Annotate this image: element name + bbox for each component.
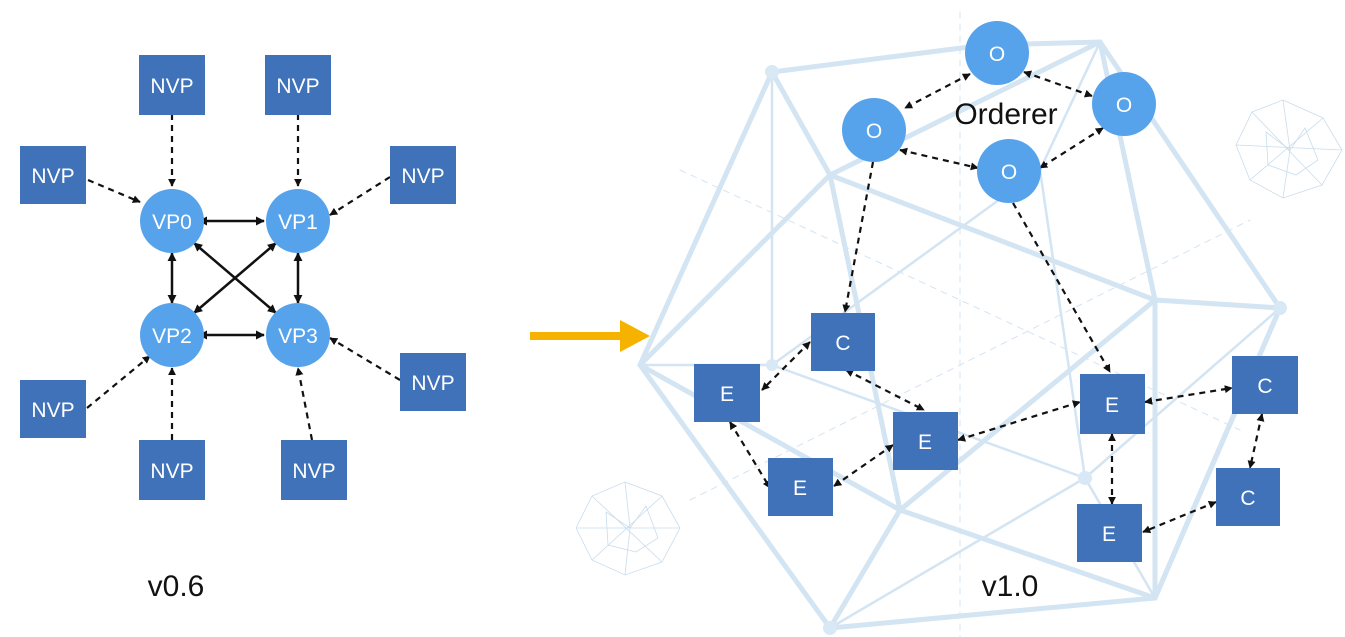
vp-node-label: VP1 xyxy=(278,211,318,234)
link-e-right-c-right xyxy=(1144,385,1233,405)
committer-node-label: C xyxy=(835,332,850,355)
endorser-node-label: E xyxy=(1105,394,1119,417)
orderer-node-label: O xyxy=(989,43,1005,66)
endorser-node-label: E xyxy=(1102,523,1116,546)
v10-network: O O O O Orderer C C C E xyxy=(694,21,1298,603)
vp-node-2: VP2 xyxy=(140,303,204,367)
link-e-left-e-bottom xyxy=(729,421,771,489)
nvp-node-left-lower: NVP xyxy=(20,380,86,438)
vp-node-label: VP2 xyxy=(152,325,192,348)
nvp-node-label: NVP xyxy=(150,460,193,483)
orderer-node-top: O xyxy=(965,21,1029,85)
link-c-e-left xyxy=(761,341,811,391)
endorser-node-center: E xyxy=(893,412,958,470)
committer-node-label: C xyxy=(1240,487,1255,510)
nvp-node-label: NVP xyxy=(292,460,335,483)
link-o-left-o-mid xyxy=(899,147,979,171)
link-c-e-center xyxy=(845,369,925,411)
orderer-node-label: O xyxy=(1116,94,1132,117)
committer-node-upper-left: C xyxy=(811,313,875,371)
endorser-node-right: E xyxy=(1080,374,1145,434)
link-nvp-left-vp0 xyxy=(87,178,141,204)
v10-caption: v1.0 xyxy=(982,570,1039,603)
link-nvp-left-vp2 xyxy=(86,355,151,409)
nvp-node-bottom-left: NVP xyxy=(139,440,205,500)
nvp-node-label: NVP xyxy=(401,165,444,188)
link-nvp-right-vp3 xyxy=(329,337,401,381)
nvp-node-label: NVP xyxy=(411,372,454,395)
vp-node-1: VP1 xyxy=(266,189,330,253)
nvp-node-top-left: NVP xyxy=(139,55,205,115)
vp-node-3: VP3 xyxy=(266,303,330,367)
vp-node-0: VP0 xyxy=(140,189,204,253)
endorser-node-label: E xyxy=(793,477,807,500)
link-e-bottom-e-center xyxy=(833,444,894,487)
v06-caption: v0.6 xyxy=(148,570,205,603)
nvp-node-label: NVP xyxy=(150,75,193,98)
v06-network: VP0 VP1 VP2 VP3 NVP NVP NVP NVP xyxy=(20,55,466,603)
orderer-node-middle: O xyxy=(977,139,1041,203)
vp-node-label: VP3 xyxy=(278,325,318,348)
link-vp1-vp2 xyxy=(193,242,277,314)
link-nvp-right-vp1 xyxy=(329,176,391,216)
v10-links xyxy=(729,70,1265,534)
nvp-node-label: NVP xyxy=(276,75,319,98)
background-wireframe-polyhedron xyxy=(637,11,1287,637)
endorser-node-label: E xyxy=(918,431,932,454)
committer-node-right: C xyxy=(1232,356,1298,414)
decor-polyhedron-top-right xyxy=(1235,99,1343,199)
nvp-node-top-right: NVP xyxy=(265,55,331,115)
link-e-center-e-right xyxy=(957,400,1081,442)
link-o-top-o-right xyxy=(1023,70,1093,98)
endorser-node-lower-right: E xyxy=(1077,504,1142,562)
vp-node-label: VP0 xyxy=(152,211,192,234)
endorser-node-left: E xyxy=(694,364,760,422)
nvp-node-right-lower: NVP xyxy=(400,353,466,411)
link-o-left-c xyxy=(842,161,875,313)
orderer-label: Orderer xyxy=(954,98,1057,131)
link-o-right-o-mid xyxy=(1039,127,1104,169)
nvp-node-label: NVP xyxy=(31,399,74,422)
orderer-node-left: O xyxy=(842,98,906,162)
link-c-right-c-lower xyxy=(1247,413,1265,469)
decor-polyhedron-bottom-left xyxy=(575,481,681,576)
orderer-node-label: O xyxy=(1001,161,1017,184)
nvp-node-left-upper: NVP xyxy=(20,146,86,204)
committer-node-label: C xyxy=(1257,375,1272,398)
nvp-node-right-upper: NVP xyxy=(390,146,456,204)
endorser-node-label: E xyxy=(720,383,734,406)
nvp-node-bottom-right: NVP xyxy=(281,440,347,500)
nvp-node-label: NVP xyxy=(31,165,74,188)
link-c-lower-e-lower xyxy=(1142,500,1217,534)
committer-node-lower-right: C xyxy=(1216,468,1280,526)
nvp-links xyxy=(86,114,401,441)
transition-arrow xyxy=(530,320,650,352)
endorser-node-bottom-left: E xyxy=(768,458,833,516)
orderer-node-label: O xyxy=(866,120,882,143)
link-o-top-o-left xyxy=(904,73,971,109)
link-nvp-bottom-vp3 xyxy=(295,367,314,441)
orderer-node-right: O xyxy=(1092,72,1156,136)
vp-mesh-links xyxy=(167,216,303,340)
